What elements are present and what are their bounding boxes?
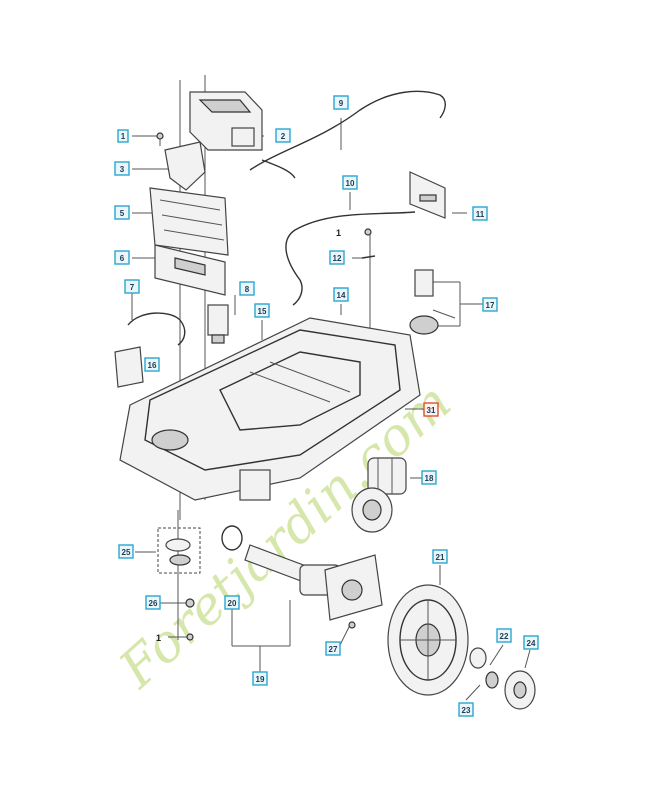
callout-23: 23 [458, 702, 474, 717]
callout-15: 15 [254, 303, 270, 318]
callout-6: 6 [114, 250, 130, 265]
svg-text:17: 17 [486, 301, 495, 310]
motor-19 [367, 457, 407, 495]
callout-1: 1 [117, 129, 129, 143]
svg-text:14: 14 [337, 291, 346, 300]
svg-text:11: 11 [476, 210, 485, 219]
callout-12: 12 [329, 250, 345, 265]
callout-2: 2 [275, 128, 291, 143]
battery-pack [154, 244, 226, 296]
screw [156, 132, 164, 146]
callout-21: 21 [432, 549, 448, 564]
svg-text:12: 12 [333, 254, 342, 263]
svg-text:22: 22 [500, 632, 509, 641]
svg-text:5: 5 [120, 209, 125, 218]
display-module [189, 91, 263, 151]
callout-5: 5 [114, 205, 130, 220]
svg-text:23: 23 [462, 706, 471, 715]
hub-23 [485, 671, 499, 689]
plain-labels: 1 1 [156, 228, 341, 643]
cable-8 [127, 312, 186, 346]
svg-text:19: 19 [256, 675, 265, 684]
label-1-bottom: 1 [156, 633, 161, 643]
callout-10: 10 [342, 175, 358, 190]
screw-30 [348, 621, 356, 629]
pin-14 [361, 255, 376, 259]
svg-text:15: 15 [258, 307, 267, 316]
drive-motor-20 [244, 544, 383, 621]
svg-text:18: 18 [425, 474, 434, 483]
sensor-18 [409, 269, 456, 335]
svg-text:20: 20 [228, 599, 237, 608]
screw [364, 228, 372, 236]
callout-17: 17 [482, 297, 498, 312]
svg-text:25: 25 [122, 548, 131, 557]
svg-text:3: 3 [120, 165, 125, 174]
o-ring-21 [221, 525, 243, 551]
svg-text:27: 27 [329, 645, 338, 654]
drive-wheel-22 [387, 584, 469, 696]
front-wheel [351, 487, 393, 533]
callout-8: 8 [239, 281, 255, 296]
callout-22: 22 [496, 628, 512, 643]
svg-text:24: 24 [527, 639, 536, 648]
callout-18: 18 [421, 470, 437, 485]
cable-10 [249, 90, 446, 171]
callout-7: 7 [124, 279, 140, 294]
callout-27: 27 [325, 641, 341, 656]
callout-31: 31 [423, 402, 439, 417]
callout-9: 9 [333, 95, 349, 110]
chassis [119, 317, 421, 501]
svg-text:1: 1 [121, 132, 126, 141]
svg-text:26: 26 [149, 599, 158, 608]
callout-24: 24 [523, 635, 539, 650]
circuit-board [149, 187, 229, 256]
washer-24 [469, 647, 487, 669]
cable-11 [285, 211, 416, 306]
callout-25: 25 [118, 544, 134, 559]
svg-text:9: 9 [339, 99, 344, 108]
parts-drawing [114, 90, 536, 710]
svg-text:10: 10 [346, 179, 355, 188]
callout-labels: 2 3 5 6 7 8 9 10 11 12 14 15 16 17 18 19… [114, 95, 539, 717]
label-card-17 [114, 346, 144, 388]
svg-text:6: 6 [120, 254, 125, 263]
callout-19: 19 [252, 671, 268, 686]
callout-16: 16 [144, 357, 160, 372]
callout-3: 3 [114, 161, 130, 176]
svg-text:2: 2 [281, 132, 286, 141]
screw [186, 633, 194, 641]
plate-12 [409, 171, 446, 219]
wheel-cap-26 [504, 670, 536, 710]
bracket [164, 141, 206, 191]
callout-26: 26 [145, 595, 161, 610]
nut-28 [185, 598, 195, 608]
svg-text:8: 8 [245, 285, 250, 294]
svg-text:16: 16 [148, 361, 157, 370]
svg-text:31: 31 [427, 406, 436, 415]
bearing-27 [157, 527, 201, 574]
svg-text:21: 21 [436, 553, 445, 562]
callout-14: 14 [333, 287, 349, 302]
sensor-9 [207, 304, 229, 344]
svg-text:7: 7 [130, 283, 135, 292]
callout-11: 11 [472, 206, 488, 221]
callout-20: 20 [224, 595, 240, 610]
label-1-mid: 1 [336, 228, 341, 238]
